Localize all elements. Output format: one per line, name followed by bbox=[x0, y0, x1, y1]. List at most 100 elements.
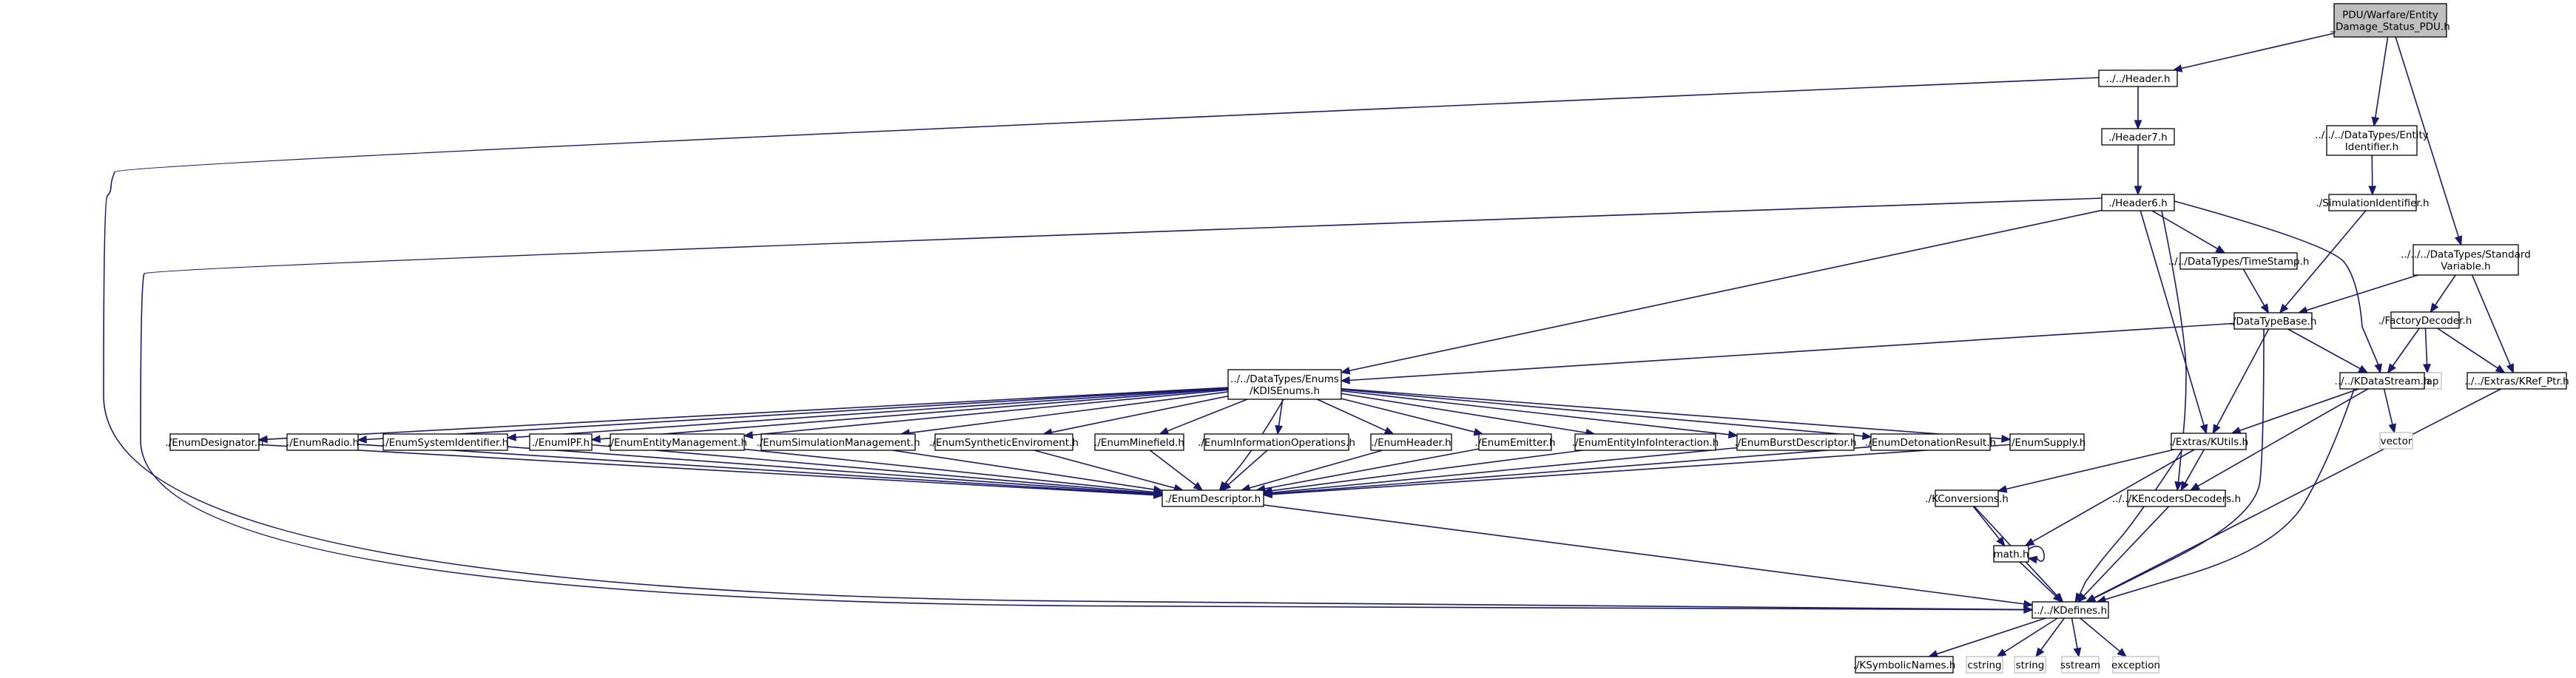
node-label: ./EnumDesignator.h bbox=[165, 437, 263, 449]
edge-header6-to-kutils bbox=[2140, 210, 2208, 435]
node-ksym[interactable]: ./KSymbolicNames.h bbox=[1853, 656, 1956, 674]
node-enumsynth[interactable]: ./EnumSyntheticEnviroment.h bbox=[929, 433, 1079, 451]
edge-factory-to-kdatastream bbox=[2387, 328, 2420, 374]
node-box bbox=[2009, 433, 2085, 451]
arrowhead bbox=[1275, 424, 1284, 435]
node-enumradio[interactable]: ./EnumRadio.h bbox=[286, 433, 359, 451]
node-mathh[interactable]: math.h bbox=[1993, 545, 2029, 563]
edge-line bbox=[2434, 274, 2456, 306]
edge-kdisenums-to-enumipf bbox=[590, 388, 1229, 444]
arrowhead bbox=[1861, 432, 1872, 441]
edge-kdisenums-to-enuminfoops bbox=[1275, 399, 1284, 435]
node-dtbase[interactable]: ./DataTypeBase.h bbox=[2230, 312, 2317, 330]
edge-entityid-to-simid bbox=[2368, 155, 2377, 196]
node-string[interactable]: string bbox=[2014, 656, 2046, 674]
arrowhead bbox=[2374, 363, 2382, 374]
arrowhead bbox=[2279, 303, 2289, 314]
node-enumsimmgmt[interactable]: ./EnumSimulationManagement.h bbox=[756, 433, 920, 451]
edge-line bbox=[2239, 388, 2359, 432]
node-header7[interactable]: ./Header7.h bbox=[2101, 128, 2175, 146]
edge-header6-to-kdatastream bbox=[2174, 200, 2382, 374]
node-label: ./EnumSyntheticEnviroment.h bbox=[929, 437, 1079, 449]
arrowhead bbox=[2180, 481, 2189, 492]
node-box bbox=[2467, 372, 2567, 390]
edge-line bbox=[2374, 36, 2389, 118]
edge-line bbox=[2028, 546, 2045, 562]
edge-line bbox=[2161, 210, 2187, 483]
edge-kutils-to-mathh bbox=[2024, 449, 2195, 546]
edge-kdefines-to-string bbox=[2035, 617, 2066, 658]
node-enumentinfo[interactable]: ./EnumEntityInfoInteraction.h bbox=[1572, 433, 1719, 451]
node-kdatastream[interactable]: ../../KDataStream.h bbox=[2334, 372, 2430, 390]
node-enumheader[interactable]: ./EnumHeader.h bbox=[1370, 433, 1452, 451]
node-enumdesc[interactable]: ./EnumDescriptor.h bbox=[1161, 489, 1264, 507]
node-header_h[interactable]: ../../Header.h bbox=[2098, 70, 2178, 87]
node-enumburst[interactable]: ./EnumBurstDescriptor.h bbox=[1734, 433, 1857, 451]
edge-line bbox=[2003, 617, 2058, 653]
edge-line bbox=[1317, 399, 1386, 432]
node-box bbox=[2171, 433, 2247, 450]
edge-line bbox=[2287, 328, 2361, 370]
edge-line bbox=[908, 391, 1229, 434]
node-enuminfoops[interactable]: ./EnumInformationOperations.h bbox=[1198, 433, 1355, 451]
edge-line bbox=[1341, 398, 1475, 433]
node-kconv[interactable]: ./KConversions.h bbox=[1925, 489, 2009, 507]
node-kutils[interactable]: ./Extras/KUtils.h bbox=[2169, 433, 2248, 450]
edge-line bbox=[1271, 450, 1583, 492]
node-enumsupply[interactable]: ./EnumSupply.h bbox=[2009, 433, 2086, 451]
node-enumentmgmt[interactable]: ./EnumEntityManagement.h bbox=[607, 433, 747, 451]
node-cstring[interactable]: cstring bbox=[1966, 656, 2003, 674]
node-simid[interactable]: ./SimulationIdentifier.h bbox=[2316, 194, 2430, 211]
node-box bbox=[2379, 432, 2413, 450]
node-label: ./EnumRadio.h bbox=[286, 437, 359, 449]
node-kdefines[interactable]: ../../KDefines.h bbox=[2032, 601, 2109, 619]
arrowhead bbox=[2189, 482, 2200, 491]
node-vector[interactable]: vector bbox=[2379, 432, 2413, 450]
node-label: ./EnumSupply.h bbox=[2009, 437, 2086, 449]
node-label: vector bbox=[2381, 435, 2413, 447]
arrowhead bbox=[2023, 600, 2034, 608]
node-header6[interactable]: ./Header6.h bbox=[2101, 194, 2175, 211]
edge-line bbox=[2471, 274, 2511, 366]
node-label: ./EnumEntityManagement.h bbox=[607, 437, 747, 449]
arrowhead bbox=[2387, 363, 2396, 374]
node-box bbox=[529, 433, 593, 451]
node-box bbox=[2333, 3, 2447, 38]
node-box bbox=[1227, 369, 1342, 400]
node-label: ./EnumInformationOperations.h bbox=[1198, 437, 1355, 449]
node-enummine[interactable]: ./EnumMinefield.h bbox=[1094, 433, 1184, 451]
node-sstream[interactable]: sstream bbox=[2060, 656, 2100, 674]
node-label: ../../KDataStream.h bbox=[2334, 376, 2430, 387]
node-enumsysid[interactable]: ./EnumSystemIdentifier.h bbox=[382, 433, 508, 451]
edge-line bbox=[1349, 322, 2235, 382]
edge-enumentinfo-to-enumdesc bbox=[1262, 450, 1583, 495]
edge-line bbox=[1349, 209, 2103, 372]
arrowhead bbox=[2077, 592, 2087, 603]
node-box bbox=[1736, 433, 1855, 451]
node-kenc[interactable]: ../../KEncodersDecoders.h bbox=[2112, 489, 2241, 507]
node-timestamp[interactable]: ../../DataTypes/TimeStamp.h bbox=[2168, 252, 2310, 270]
edge-line bbox=[2424, 328, 2428, 365]
edge-line bbox=[2174, 200, 2379, 365]
node-kdisenums[interactable]: ../../DataTypes/Enums/KDISEnums.h bbox=[1227, 369, 1342, 400]
node-krefptr[interactable]: ../../Extras/KRef_Ptr.h bbox=[2464, 372, 2569, 390]
edge-enumsupply-to-enumdesc bbox=[1262, 444, 2011, 498]
node-root[interactable]: PDU/Warfare/Entity_Damage_Status_PDU.h bbox=[2330, 3, 2450, 38]
node-enumdesignator[interactable]: ./EnumDesignator.h bbox=[165, 433, 264, 451]
node-exception[interactable]: exception bbox=[2111, 656, 2160, 674]
arrowhead bbox=[2174, 481, 2182, 492]
edge-line bbox=[2395, 36, 2460, 237]
edge-header6-to-kenc bbox=[2161, 210, 2187, 492]
node-box bbox=[2101, 128, 2175, 146]
node-enumdet[interactable]: ./EnumDetonationResult.h bbox=[1865, 433, 1996, 451]
edge-line bbox=[2371, 155, 2373, 187]
node-box bbox=[761, 433, 916, 451]
node-factory[interactable]: ./FactoryDecoder.h bbox=[2378, 311, 2472, 329]
node-label: ../../DataTypes/Enums bbox=[1230, 373, 1339, 385]
node-box bbox=[2326, 125, 2418, 156]
node-enumemitter[interactable]: ./EnumEmitter.h bbox=[1474, 433, 1556, 451]
node-enumipf[interactable]: ./EnumIPF.h bbox=[529, 433, 593, 451]
edge-line bbox=[2080, 617, 2120, 652]
